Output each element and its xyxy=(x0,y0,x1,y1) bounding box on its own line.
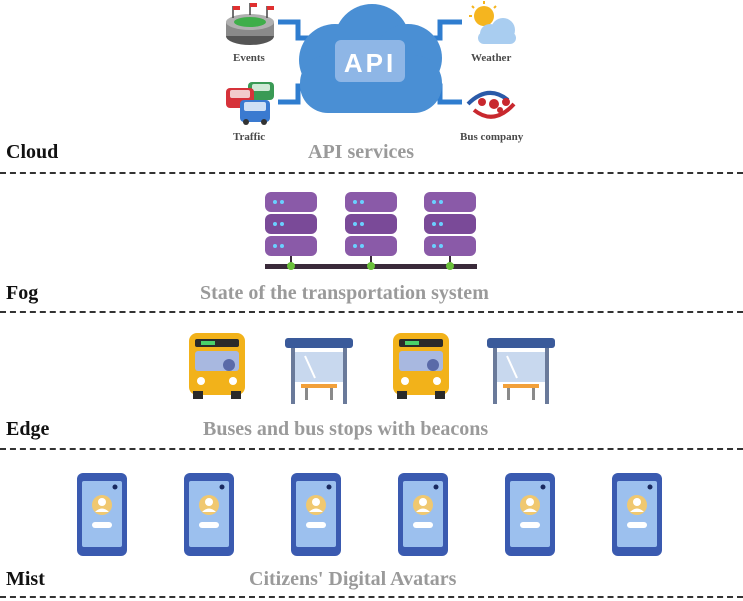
stadium-icon xyxy=(226,3,274,45)
bus-company-icon xyxy=(466,91,516,119)
weather-label: Weather xyxy=(471,52,512,64)
caption-buses-stops: Buses and bus stops with beacons xyxy=(203,418,489,440)
weather-icon xyxy=(469,1,516,44)
events-label: Events xyxy=(233,52,265,64)
caption-transportation-state: State of the transportation system xyxy=(200,282,489,304)
layer-divider xyxy=(0,596,743,598)
api-text: API xyxy=(344,48,396,78)
server-icon xyxy=(265,192,317,270)
layer-label-cloud: Cloud xyxy=(6,141,59,163)
caption-api-services: API services xyxy=(308,141,415,163)
bus-stop-icon xyxy=(487,338,555,404)
phone-avatar-icon xyxy=(612,473,662,556)
layer-label-fog: Fog xyxy=(6,282,39,304)
bus-icon xyxy=(393,333,449,399)
phone-avatar-icon xyxy=(291,473,341,556)
server-icon xyxy=(345,192,397,270)
phone-avatar-icon xyxy=(398,473,448,556)
layer-label-edge: Edge xyxy=(6,418,50,440)
phone-avatar-icon xyxy=(505,473,555,556)
traffic-label: Traffic xyxy=(233,131,266,143)
traffic-icon xyxy=(226,82,274,125)
layer-divider xyxy=(0,448,743,450)
layer-divider xyxy=(0,172,743,174)
bus-stop-icon xyxy=(285,338,353,404)
layer-divider xyxy=(0,311,743,313)
layer-label-mist: Mist xyxy=(6,568,45,590)
phone-avatar-icon xyxy=(184,473,234,556)
bus-icon xyxy=(189,333,245,399)
cloud-icon xyxy=(299,4,442,113)
bus-company-label: Bus company xyxy=(460,131,524,143)
phone-avatar-icon xyxy=(77,473,127,556)
server-icon xyxy=(424,192,476,270)
caption-digital-avatars: Citizens' Digital Avatars xyxy=(249,568,457,590)
